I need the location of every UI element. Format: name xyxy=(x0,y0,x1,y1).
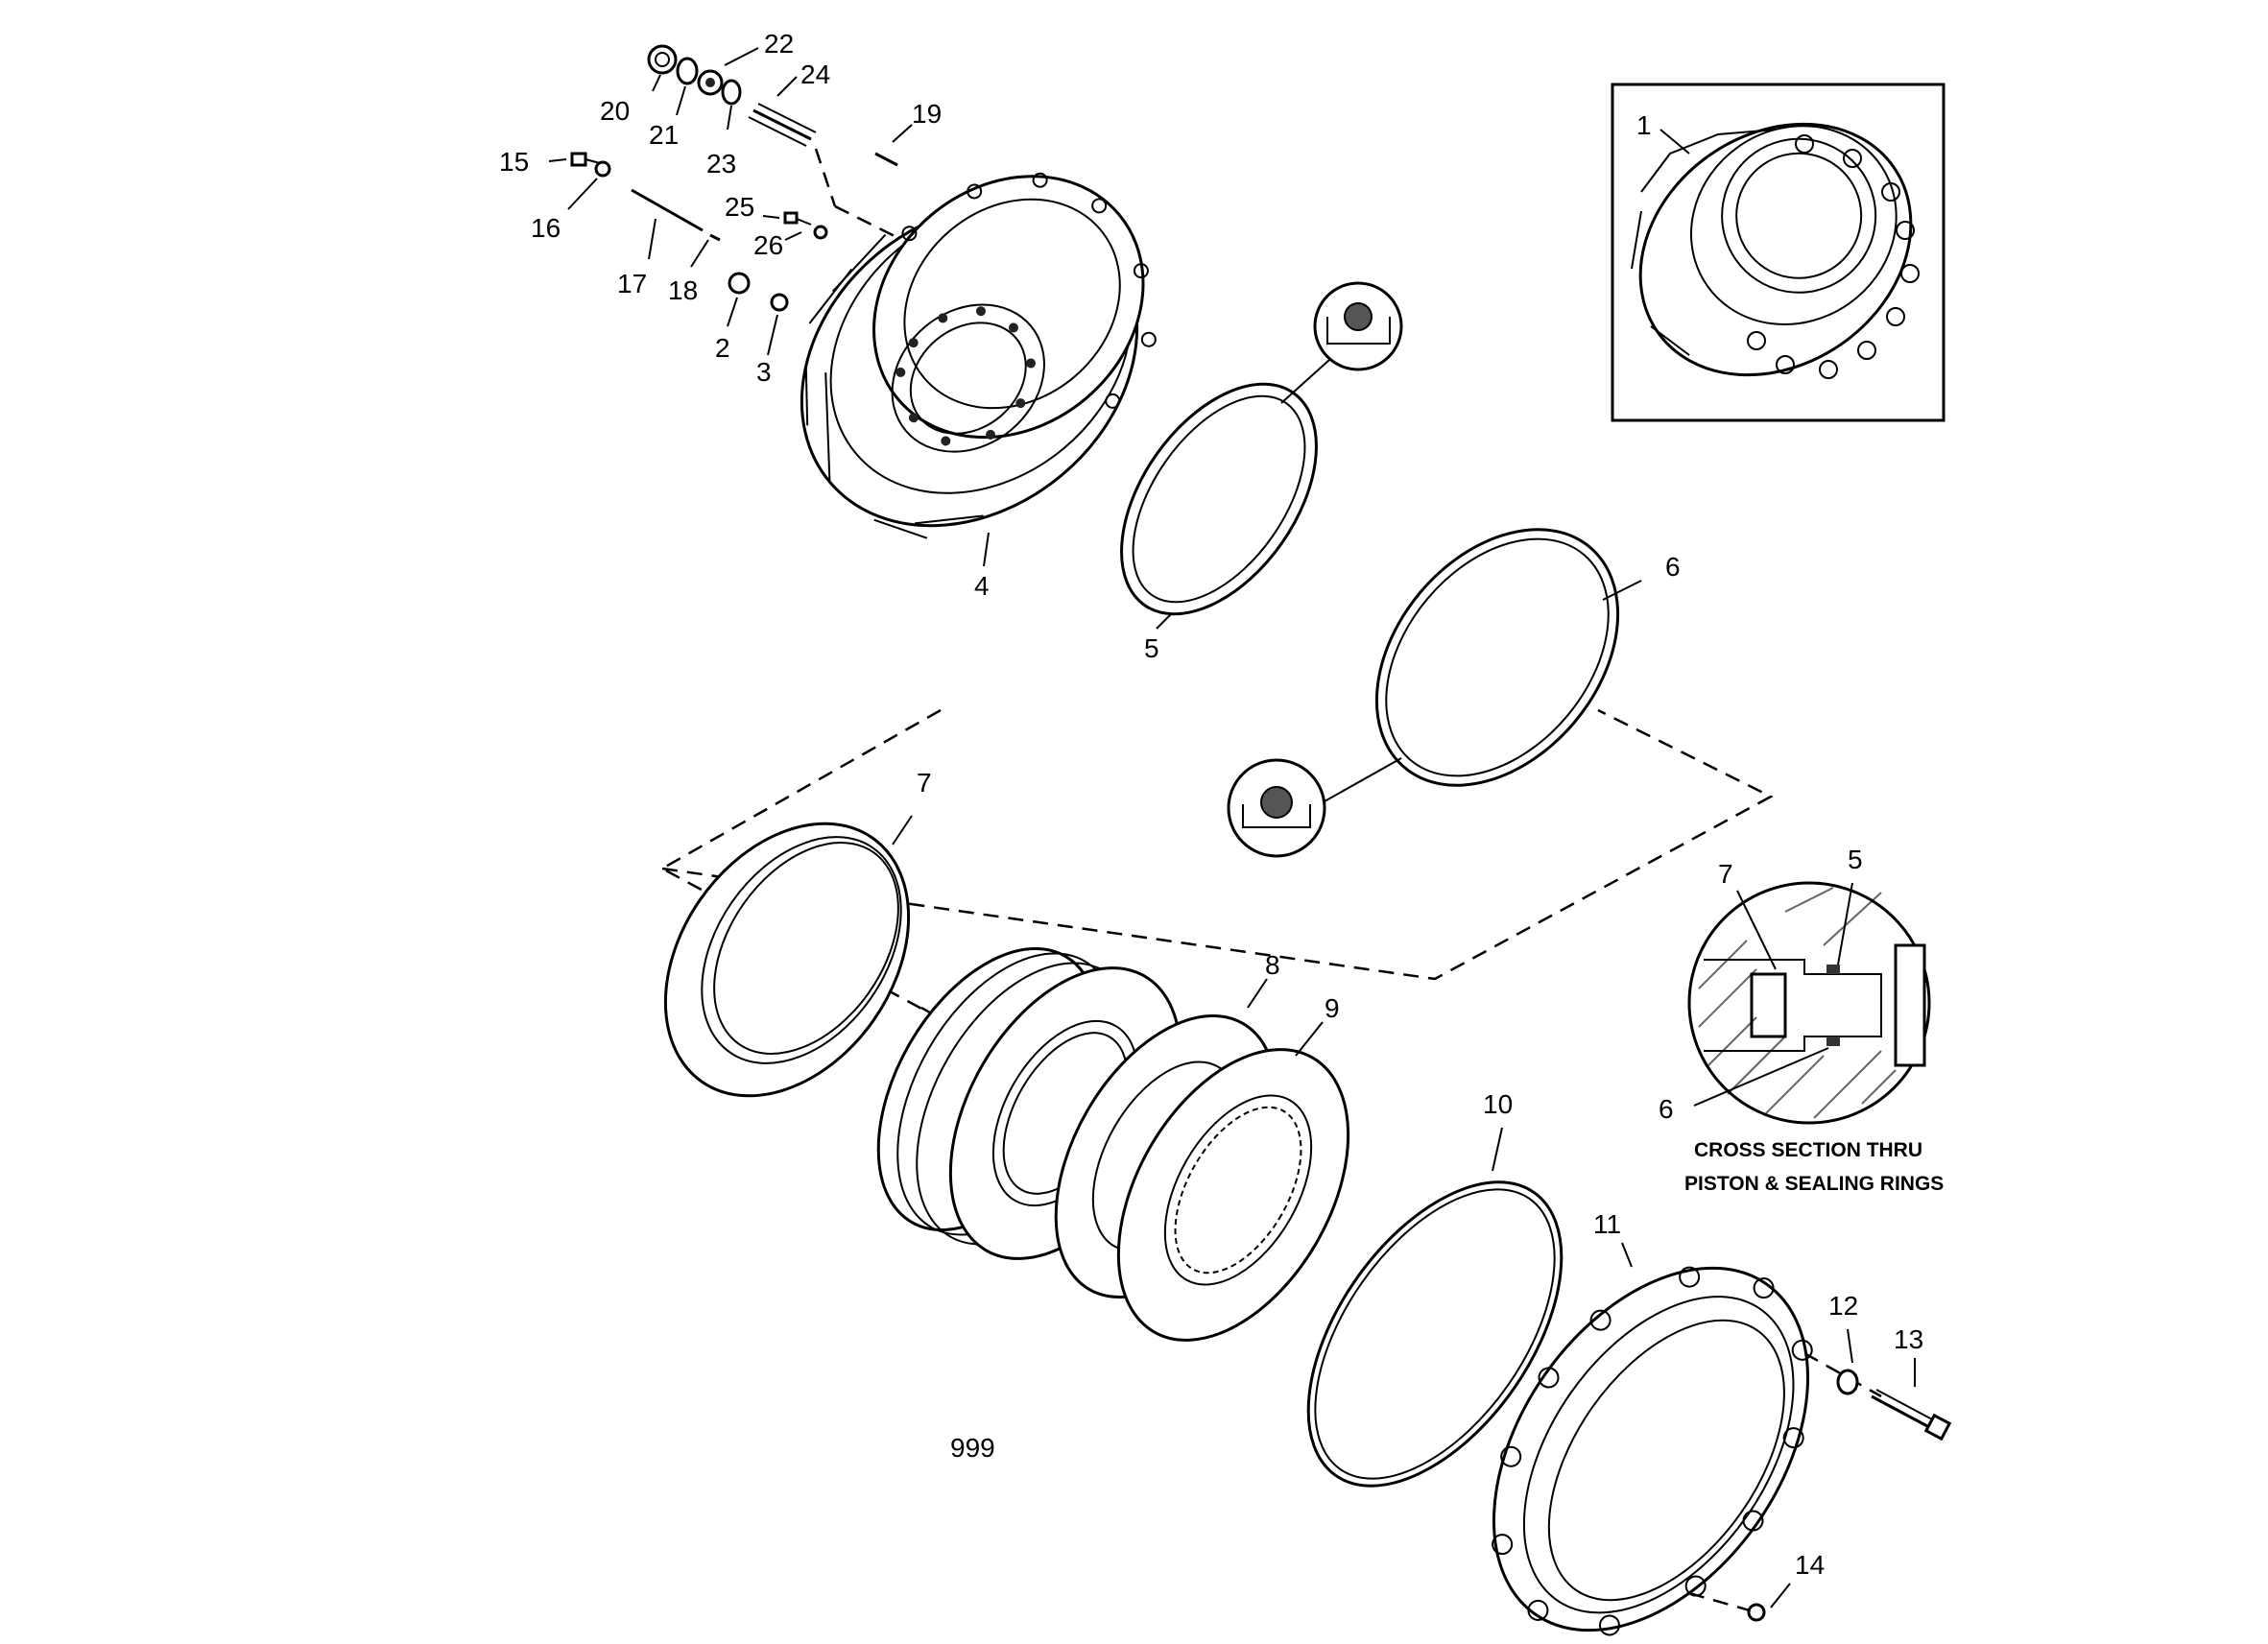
callout-1: 1 xyxy=(1636,110,1652,140)
callout-26: 26 xyxy=(753,230,783,260)
hardware-parts: 20 21 22 23 24 19 15 16 17 18 25 26 2 3 xyxy=(499,29,942,387)
callout-25: 25 xyxy=(725,192,754,222)
callout-19: 19 xyxy=(912,99,942,129)
housing-part-4: 4 xyxy=(800,172,1157,601)
assembled-view-inset: 1 xyxy=(1611,83,1946,422)
callout-17: 17 xyxy=(617,269,647,298)
cross-section-detail: 7 5 6 CROSS SECTION THRU PISTON & SEALIN… xyxy=(1659,845,1944,1195)
cross-section-callout-6: 6 xyxy=(1659,1094,1674,1124)
callout-21: 21 xyxy=(649,120,679,150)
callout-18: 18 xyxy=(668,275,698,305)
cross-section-caption-line2: PISTON & SEALING RINGS xyxy=(1684,1173,1944,1195)
cover-hardware: 12 13 14 xyxy=(1747,1291,1952,1622)
callout-12: 12 xyxy=(1828,1291,1858,1321)
figure-number: 999 xyxy=(950,1433,995,1463)
clutch-disc-pack: 8 9 xyxy=(876,947,1350,1342)
callout-11: 11 xyxy=(1593,1209,1621,1239)
callout-3: 3 xyxy=(756,357,772,387)
cross-section-callout-7: 7 xyxy=(1718,859,1733,889)
callout-23: 23 xyxy=(706,149,736,179)
seal-ring-part-10: 10 xyxy=(1306,1089,1564,1488)
callout-15: 15 xyxy=(499,147,529,177)
piston-part-7: 7 xyxy=(663,768,932,1098)
cover-part-11: 11 xyxy=(1492,1209,1813,1636)
callout-22: 22 xyxy=(764,29,794,59)
callout-2: 2 xyxy=(715,333,730,363)
callout-24: 24 xyxy=(800,60,830,89)
callout-9: 9 xyxy=(1325,993,1340,1023)
callout-16: 16 xyxy=(531,213,561,243)
callout-4: 4 xyxy=(974,571,990,601)
callout-20: 20 xyxy=(600,96,630,126)
seal-ring-part-5: 5 xyxy=(1120,281,1403,663)
callout-8: 8 xyxy=(1265,950,1280,980)
cross-section-caption-line1: CROSS SECTION THRU xyxy=(1694,1139,1922,1161)
callout-5: 5 xyxy=(1144,633,1159,663)
callout-7: 7 xyxy=(917,768,932,798)
callout-10: 10 xyxy=(1483,1089,1513,1119)
callout-6: 6 xyxy=(1665,552,1681,582)
callout-14: 14 xyxy=(1795,1550,1825,1580)
cross-section-callout-5: 5 xyxy=(1848,845,1863,874)
seal-ring-part-6: 6 xyxy=(1227,528,1681,858)
callout-13: 13 xyxy=(1894,1324,1923,1354)
